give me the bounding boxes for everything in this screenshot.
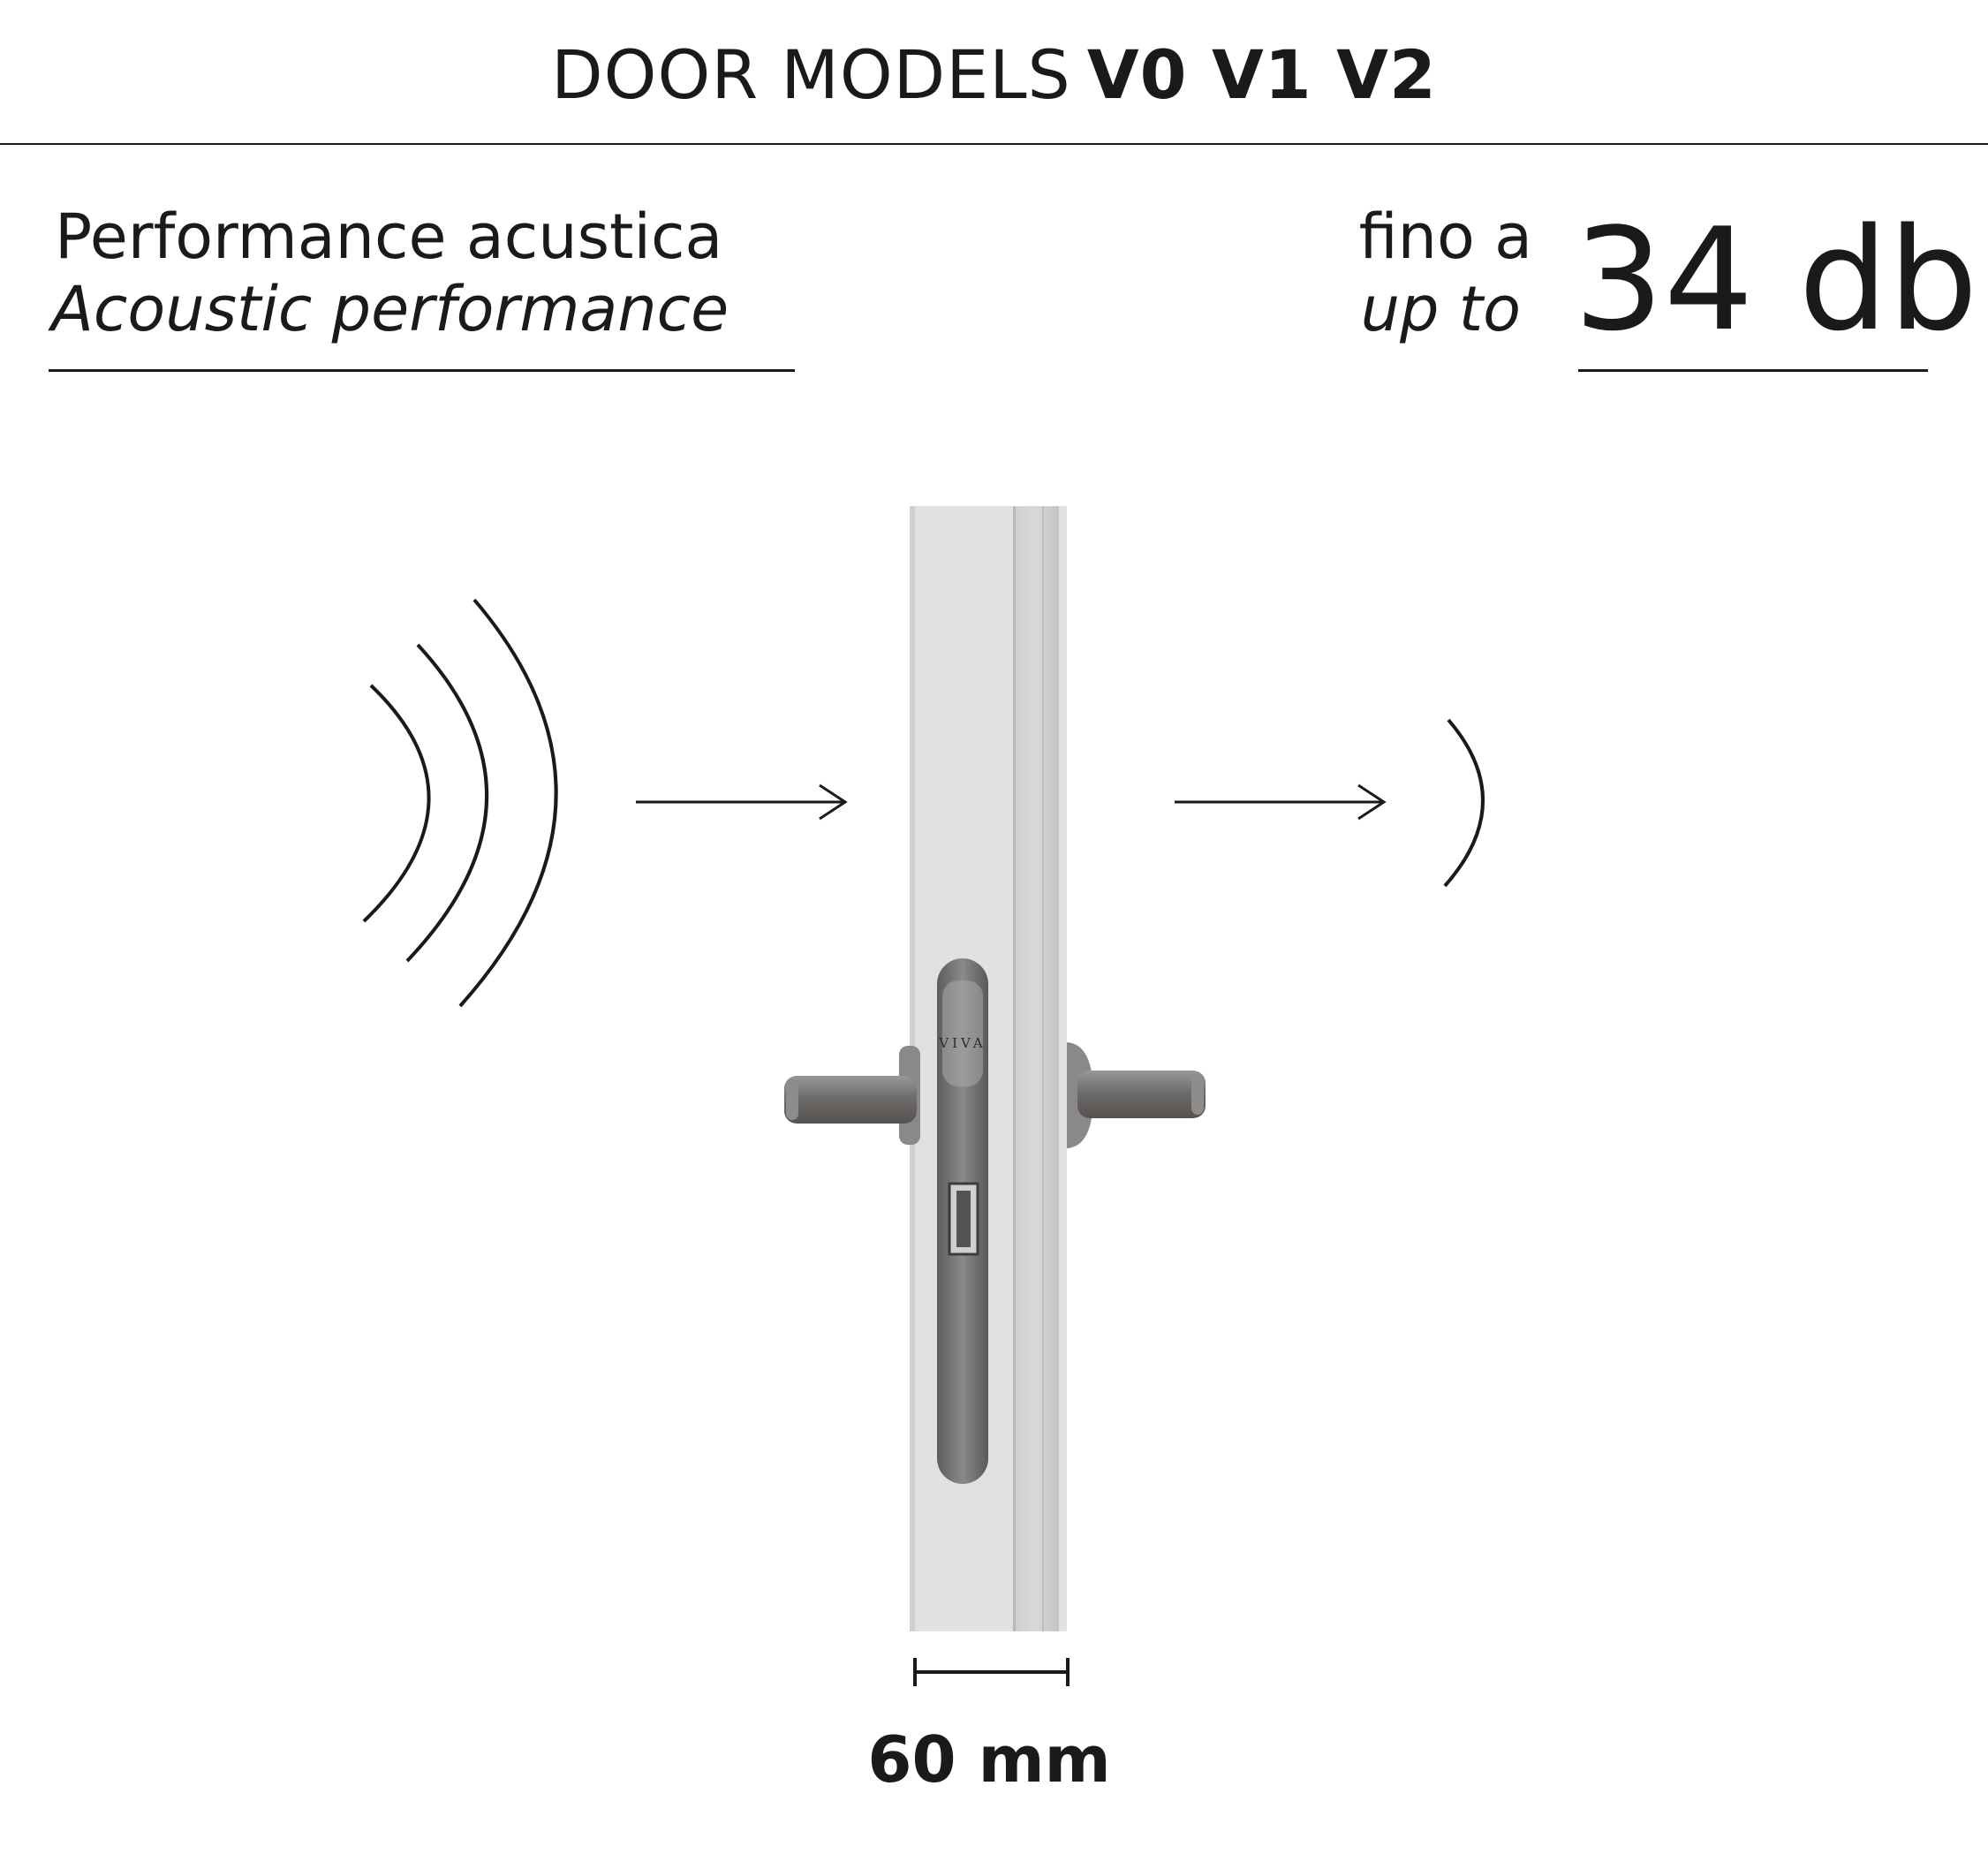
wave-arc-medium [405, 643, 488, 963]
upto-label-english: up to [1360, 273, 1521, 345]
title-text: DOOR MODELS [551, 35, 1071, 114]
lock-faceplate: VIVA [937, 958, 988, 1484]
door-models: V0 V1 V2 [1086, 35, 1437, 114]
sound-wave-outgoing [1443, 718, 1485, 888]
performance-underline [49, 369, 795, 372]
handle-right [1067, 1042, 1206, 1148]
header-divider [0, 143, 1988, 145]
acoustic-value: 34 db [1574, 197, 1978, 362]
door-thickness-label: 60 mm [867, 1722, 1111, 1797]
door-slab [910, 506, 1067, 1631]
brand-engraving: VIVA [938, 1035, 986, 1051]
wave-arc-small [362, 684, 431, 923]
upto-label-italian: fino a [1358, 201, 1532, 273]
performance-label-italian: Performance acustica [55, 201, 723, 273]
wave-arc-large [458, 598, 558, 1008]
performance-label-english: Acoustic performance [51, 273, 729, 345]
sound-waves-incoming [362, 598, 558, 1008]
dimension-line [913, 1658, 1070, 1686]
arrow-incoming [636, 783, 848, 821]
value-underline [1578, 369, 1928, 372]
arrow-outgoing [1175, 783, 1387, 821]
handle-left [784, 1046, 920, 1145]
